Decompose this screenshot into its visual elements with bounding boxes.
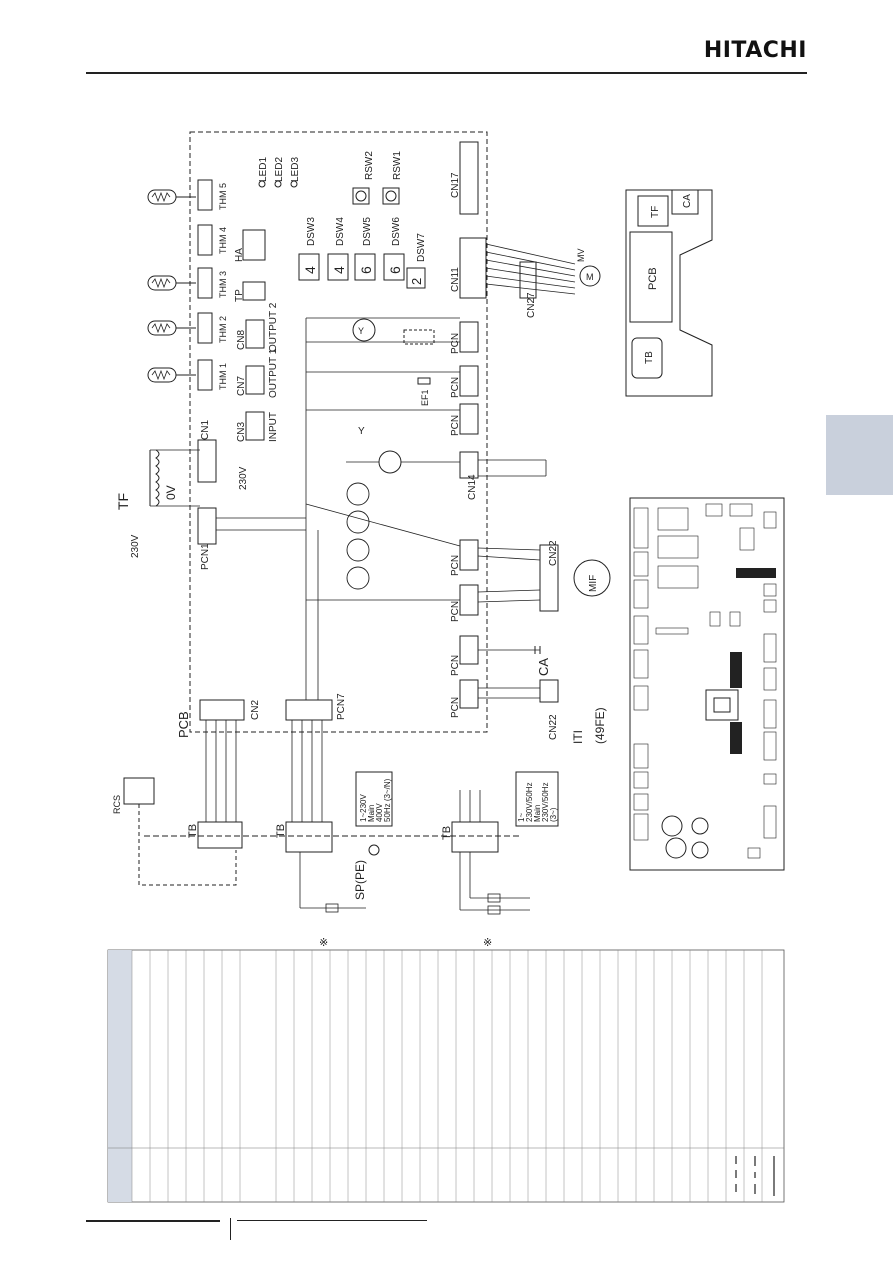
cn22-label: CN22 [548,540,559,566]
sp-pe-label: SP(PE) [353,860,367,900]
rsw1-label: RSW1 [392,151,403,180]
cn22b-label: CN22 [548,714,559,740]
v0-label: 0V [164,485,178,500]
fe49-label: (49FE) [593,707,607,744]
rsw2-label: RSW2 [364,151,375,180]
cn7-label: CN7 [236,376,247,396]
unit-layout-map: TF CA PCB TB [625,189,713,397]
led3-label: LED3 [290,157,301,182]
thm3-sensor: THM 3 [147,267,228,299]
input-label: INPUT [268,412,279,442]
pcn3-label: PCN [450,333,461,354]
iti-label: ITI [571,730,585,744]
v230-pcn-label: 230V [238,466,249,490]
pcn1-label: PCN1 [200,543,211,570]
tb1-label: TB [187,824,199,838]
dsw7-value: 2 [409,278,424,285]
output2-label: OUTPUT 2 [268,302,279,352]
dsw6-value: 6 [387,266,403,274]
cn17-label: CN17 [450,172,461,198]
ca-map-label: CA [682,194,693,208]
thm2-label: THM 2 [218,316,228,343]
dsw6-label: DSW6 [391,217,402,246]
section-tab [826,415,893,495]
mf-label: MIF [588,575,599,592]
dsw7-label: DSW7 [416,233,427,262]
cn3-label: CN3 [236,422,247,442]
v230-label: 230V [130,534,141,558]
tb3-label: TB [441,826,453,840]
pcn6-label: PCN [450,415,461,436]
tf-map-label: TF [650,206,661,218]
pcb-board-layout [629,497,785,871]
dsw4-label: DSW4 [335,217,346,246]
box2-line2: 230V/50Hz [525,782,534,822]
cn1-label: CN1 [200,420,211,440]
thm2-sensor: THM 2 [147,312,228,344]
ha-label: HA [234,248,245,262]
tf-label: TF [115,493,131,510]
relay-y: Y [358,326,364,336]
footer-divider [230,1218,231,1240]
mv-motor-label: M [586,272,594,282]
tp-label: TP [234,289,245,302]
ef1-label: EF1 [420,389,430,406]
box2-line1: 1~ [517,813,526,822]
pcn2-label: PCN [450,697,461,718]
box1-line4: 50Hz (3~/N) [383,778,392,822]
output1-label: OUTPUT 1 [268,348,279,398]
footer-rule-left [86,1220,220,1222]
legend-table [107,949,785,1203]
cn2-label: CN2 [250,700,261,720]
pcb-map-label: PCB [647,267,659,290]
relay-yr: Y [358,426,365,437]
thm1-label: THM 1 [218,363,228,390]
box2-line5: (3~) [549,807,558,822]
pcn8-label: PCN [450,655,461,676]
thm5-label: THM 5 [218,183,228,210]
pcn7-label: PCN7 [336,693,347,720]
ca-label: CA [536,658,551,676]
box1-line2: Main [367,805,376,822]
mark-1: ※ [319,937,328,949]
box2-line4: 230V/50Hz [541,782,550,822]
led1-label: LED1 [258,157,269,182]
tb2-label: TB [275,824,287,838]
mv-label: MV [576,249,586,263]
dsw5-value: 6 [358,266,374,274]
dsw5-label: DSW5 [362,217,373,246]
cn27-label: CN27 [526,292,537,318]
thm1-sensor: THM 1 [147,359,228,391]
mark-2: ※ [483,937,492,949]
dsw4-value: 4 [331,266,347,274]
brand-logo: HITACHI [703,38,807,63]
tb-map-label: TB [644,351,655,364]
dsw3-label: DSW3 [306,217,317,246]
box1-line3: 400V [375,803,384,822]
cn14-label: CN14 [467,474,478,500]
dsw3-value: 4 [302,266,318,274]
pcb-label: PCB [176,711,191,738]
thm4-sensor: THM 4 [197,224,228,256]
box2-line3: Main [533,805,542,822]
footer-rule-right [237,1220,427,1221]
rcs-label: RCS [112,795,122,814]
thm5-sensor: THM 5 [147,179,228,211]
thm3-label: THM 3 [218,271,228,298]
pcn11-label: PCN [450,555,461,576]
pcn5-label: PCN [450,377,461,398]
header-rule [86,72,807,74]
box1-line1: 1~230V [359,794,368,822]
pcb-boundary [189,131,488,733]
cn8-label: CN8 [236,330,247,350]
led2-label: LED2 [274,157,285,182]
thm4-label: THM 4 [218,227,228,254]
pcn10-label: PCN [450,601,461,622]
cn11-label: CN11 [450,267,461,292]
